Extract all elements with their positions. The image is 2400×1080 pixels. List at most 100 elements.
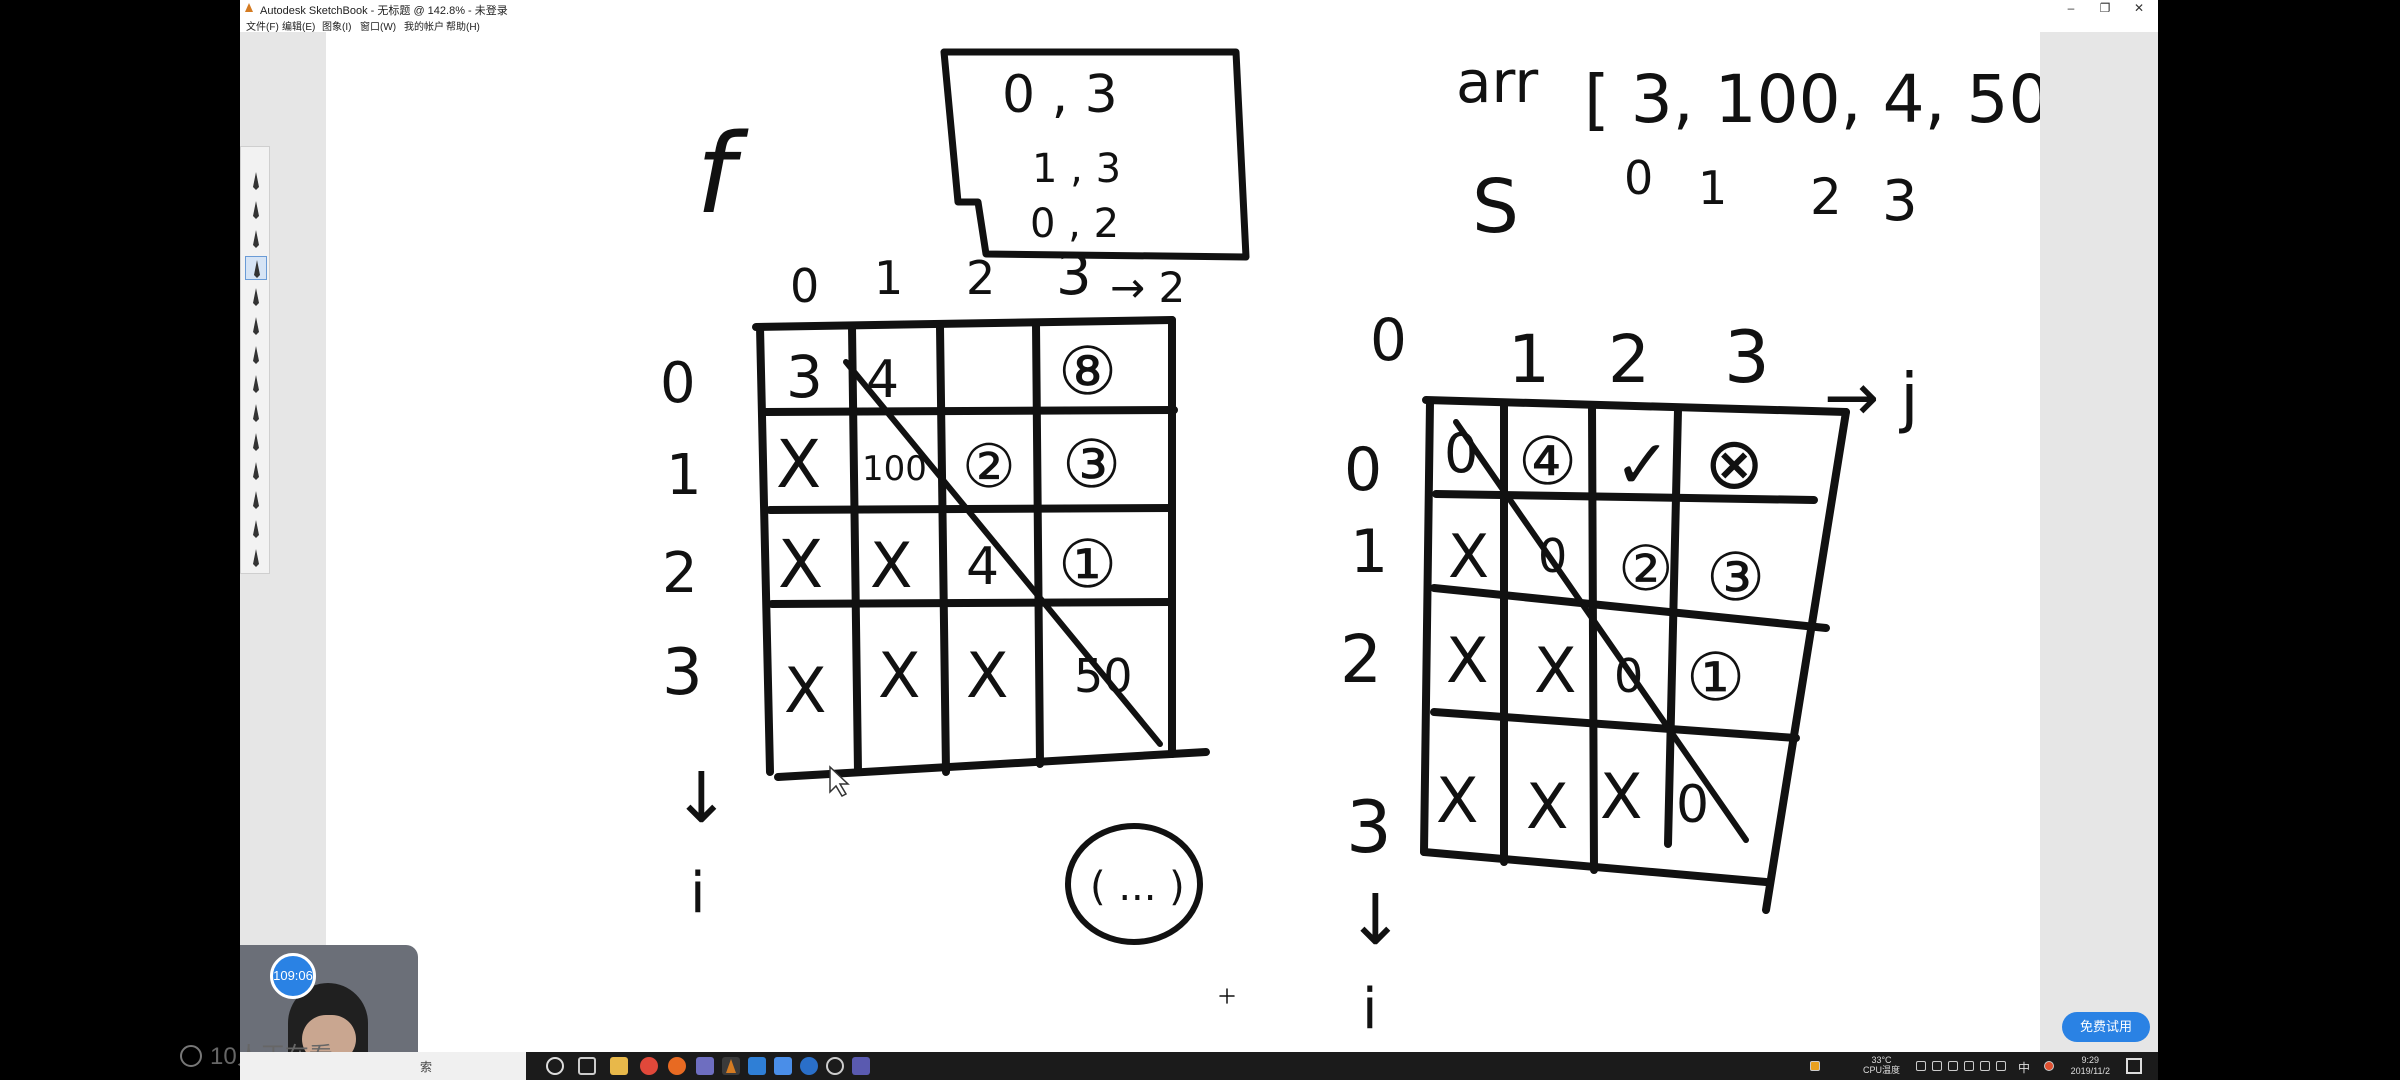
pairs-box [940,48,1250,261]
app-icon-purple[interactable] [852,1057,870,1075]
cpu-temp-value: 33°C [1871,1055,1892,1065]
right-grid-line [1664,406,1682,848]
left-row-header-3: 3 [662,636,703,710]
file-explorer-icon[interactable] [610,1057,628,1075]
settings-icon[interactable] [826,1057,844,1075]
pen-tool-icon[interactable] [245,198,267,222]
left-cell-1-0: X [776,426,821,503]
battery-icon[interactable] [1980,1061,1990,1071]
right-grid-line [1432,490,1818,504]
left-row-header-1: 1 [666,443,702,508]
free-trial-button[interactable]: 免费试用 [2062,1012,2150,1042]
smudge-tool-icon[interactable] [245,372,267,396]
left-cell-3-1: X [878,639,920,712]
right-col-header-3: 3 [1724,315,1770,399]
ink-tool-icon[interactable] [245,430,267,454]
box-line-2: 1 , 3 [1032,146,1121,192]
right-cell-2-1: X [1534,634,1576,707]
marker-tool-icon[interactable] [245,256,267,280]
right-diagonal-line [1453,419,1749,843]
tray-app-icon[interactable] [1810,1061,1820,1071]
menu-image[interactable]: 图象(I) [322,22,352,33]
app-icon-blue[interactable] [748,1057,766,1075]
menu-window[interactable]: 窗口(W) [360,22,397,33]
pen-icon[interactable] [1996,1061,2006,1071]
fill-tool-icon[interactable] [245,343,267,367]
close-button[interactable]: ✕ [2133,1,2145,15]
right-col-axis: → j [1824,359,1919,436]
chisel-tool-icon[interactable] [245,459,267,483]
ime-indicator[interactable]: 中 [2017,1061,2030,1075]
cpu-temp-label: CPU温度 [1862,1065,1900,1075]
right-row-header-2: 2 [1340,621,1382,698]
menu-account[interactable]: 我的帐户 [404,22,444,33]
taskbar: 索 33°C CPU温度 中 9:29 2019/11/2 [240,1052,2158,1080]
left-row-header-2: 2 [662,541,698,606]
bottom-circle-text: ( ... ) [1090,864,1185,910]
app-icon[interactable] [696,1057,714,1075]
right-cell-1-1: 0 [1538,529,1567,583]
f-label: f [696,110,749,238]
left-cell-0-0: 3 [786,343,823,411]
tray-red-icon[interactable] [2044,1061,2054,1071]
menu-bar: 文件(F) 编辑(E) 图象(I) 窗口(W) 我的帐户 帮助(H) [240,16,2158,33]
arr-label: arr [1456,48,1538,116]
eraser-tool-icon[interactable] [245,314,267,338]
synthetic-tool-icon[interactable] [245,546,267,570]
app-icon-circle[interactable] [800,1057,818,1075]
box-line-1: 0 , 3 [1002,65,1118,125]
left-row-axis: i [690,861,706,926]
search-hint: 索 [420,1060,433,1074]
felt-tool-icon[interactable] [245,488,267,512]
firefox-icon[interactable] [668,1057,686,1075]
cortana-icon[interactable] [546,1057,564,1075]
left-cell-1-3: ③ [1062,426,1121,503]
pencil-tool-icon[interactable] [245,285,267,309]
right-row-header-1: 1 [1350,517,1388,587]
task-view-icon[interactable] [578,1057,596,1075]
left-grid-line [752,316,1176,331]
drawing-canvas[interactable]: f 0 , 3 1 , 3 0 , 2 → 2 0 1 2 3 0 1 2 3 … [326,32,2040,1052]
right-cell-2-2: 0 [1614,649,1643,703]
right-row-header-0: 0 [1344,435,1382,505]
right-cell-0-1: ④ [1518,423,1577,500]
right-cell-2-0: X [1446,624,1488,697]
volume-icon[interactable] [1964,1061,1974,1071]
right-row-axis: i [1362,977,1378,1042]
right-cell-3-2: X [1600,760,1642,833]
left-cell-0-1: 4 [866,350,899,410]
right-grid-line [1762,408,1850,914]
copic-tool-icon[interactable] [245,517,267,541]
right-cell-3-1: X [1526,770,1568,843]
app-icon-network[interactable] [774,1057,792,1075]
s-index-0: 0 [1624,151,1653,205]
s-label: S [1472,164,1519,250]
chevron-up-icon[interactable] [1916,1061,1926,1071]
maximize-button[interactable]: ❐ [2099,1,2111,15]
left-grid-line [1032,320,1044,768]
sketchbook-taskbar-icon[interactable] [722,1057,740,1075]
minimize-button[interactable]: – [2067,1,2075,15]
left-col-header-2: 2 [966,251,995,305]
clock[interactable]: 9:29 2019/11/2 [2071,1055,2110,1077]
right-cell-2-3: ① [1686,639,1745,716]
title-bar: Autodesk SketchBook - 无标题 @ 142.8% - 未登录… [240,0,2158,17]
menu-help[interactable]: 帮助(H) [446,22,480,33]
blur-tool-icon[interactable] [245,401,267,425]
taskbar-search-box[interactable]: 索 [240,1052,526,1080]
menu-file[interactable]: 文件(F) [246,22,279,33]
left-diagonal-line [843,359,1163,747]
left-col-header-1: 1 [874,251,903,305]
webcam-overlay: 109:06 [240,945,418,1060]
left-row-arrow: ↓ [672,757,731,839]
left-grid-line [768,598,1176,608]
notification-icon[interactable] [2126,1058,2142,1074]
clock-date: 2019/11/2 [2070,1066,2110,1076]
airbrush-tool-icon[interactable] [245,227,267,251]
chrome-icon[interactable] [640,1057,658,1075]
brush-tool-icon[interactable] [245,169,267,193]
menu-edit[interactable]: 编辑(E) [282,22,316,33]
cloud-icon[interactable] [1932,1061,1942,1071]
clock-time: 9:29 [2081,1055,2100,1065]
network-icon[interactable] [1948,1061,1958,1071]
